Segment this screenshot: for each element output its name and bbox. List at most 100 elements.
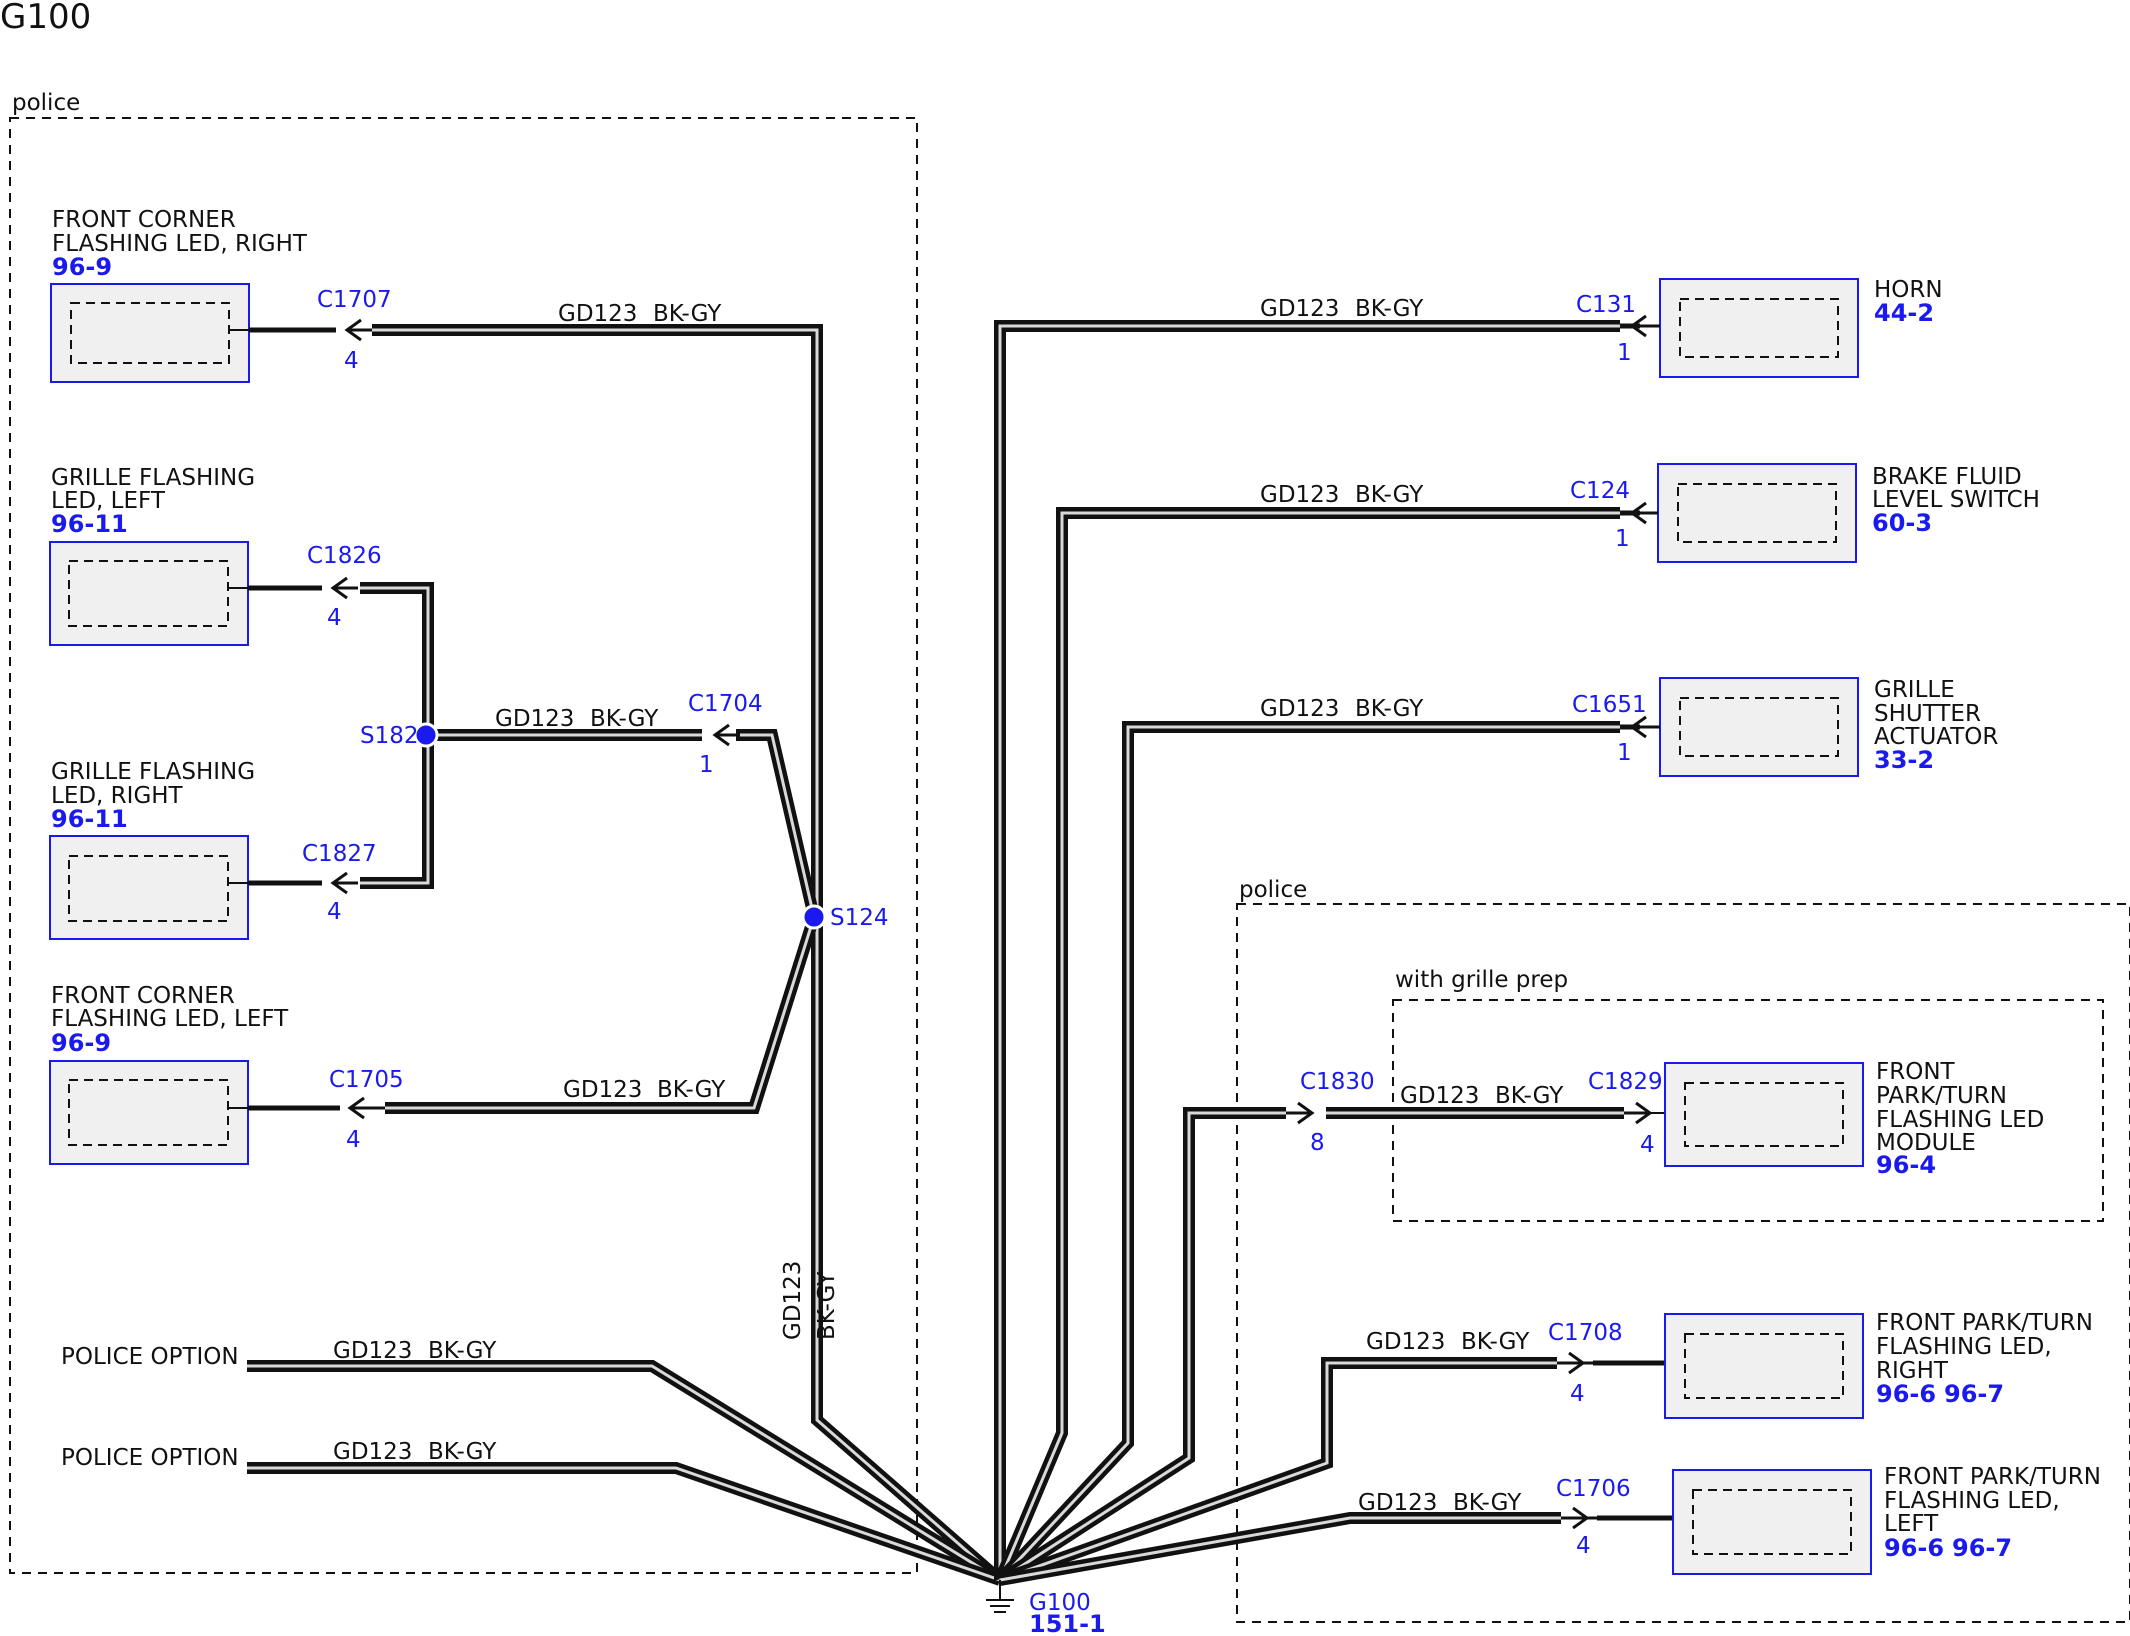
component-name-line: LED, LEFT bbox=[51, 488, 166, 514]
component-grille-led-left[interactable]: GRILLE FLASHING LED, LEFT 96-11 bbox=[49, 465, 322, 646]
component-name-line: FRONT PARK/TURN bbox=[1876, 1310, 2093, 1336]
connector-c1706[interactable]: C1706 4 bbox=[1556, 1476, 1631, 1559]
component-name-line: FLASHING LED, RIGHT bbox=[52, 231, 308, 257]
connector-c1826[interactable]: C1826 4 bbox=[307, 543, 382, 631]
connector-id: C1708 bbox=[1548, 1320, 1623, 1346]
connector-id: C1826 bbox=[307, 543, 382, 569]
wire-color-label: BK-GY bbox=[590, 706, 659, 732]
component-inner bbox=[1677, 483, 1837, 543]
component-front-corner-led-left[interactable]: FRONT CORNER FLASHING LED, LEFT 96-9 bbox=[49, 983, 340, 1165]
component-box bbox=[49, 1060, 249, 1165]
ground-g100[interactable]: G100 151-1 bbox=[986, 1580, 1106, 1636]
wire-c1707-to-ground bbox=[372, 324, 1004, 1585]
component-front-park-turn-led-right[interactable]: FRONT PARK/TURN FLASHING LED, RIGHT 96-6… bbox=[1593, 1310, 2093, 1419]
component-grille-led-right[interactable]: GRILLE FLASHING LED, RIGHT 96-11 bbox=[49, 759, 322, 940]
police-option-label: POLICE OPTION bbox=[61, 1344, 239, 1370]
component-name-line: ACTUATOR bbox=[1874, 724, 1998, 750]
component-page-ref: 96-9 bbox=[51, 1029, 111, 1057]
wire-circuit-label: GD123 bbox=[495, 706, 574, 732]
wire-color-label-vertical: BK-GY bbox=[814, 1271, 840, 1340]
wire-circuit-label: GD123 bbox=[1366, 1329, 1445, 1355]
component-name-line: GRILLE FLASHING bbox=[51, 465, 255, 491]
component-brake-fluid-level-switch[interactable]: BRAKE FLUID LEVEL SWITCH 60-3 bbox=[1620, 463, 2040, 563]
connector-c1708[interactable]: C1708 4 bbox=[1548, 1320, 1623, 1407]
wire-color-label: BK-GY bbox=[1461, 1329, 1530, 1355]
wire-circuit-label: GD123 bbox=[1260, 696, 1339, 722]
splice-s124[interactable]: S124 bbox=[801, 904, 889, 931]
component-name-line: MODULE bbox=[1876, 1130, 1976, 1156]
connector-id: C124 bbox=[1570, 478, 1630, 504]
component-front-corner-led-right[interactable]: FRONT CORNER FLASHING LED, RIGHT 96-9 bbox=[50, 207, 336, 383]
component-box bbox=[50, 283, 250, 383]
connector-c1707[interactable]: C1707 4 bbox=[317, 287, 392, 374]
component-inner bbox=[1684, 1333, 1844, 1399]
component-front-park-turn-led-left[interactable]: FRONT PARK/TURN FLASHING LED, LEFT 96-6 … bbox=[1597, 1464, 2101, 1575]
ground-label: G100 bbox=[1029, 1590, 1091, 1616]
grille-prep-region-label: with grille prep bbox=[1395, 967, 1568, 993]
wire-circuit-label: GD123 bbox=[558, 301, 637, 327]
connector-c1705[interactable]: C1705 4 bbox=[329, 1067, 404, 1153]
component-inner bbox=[1679, 298, 1839, 358]
connector-id: C1830 bbox=[1300, 1069, 1375, 1095]
component-name-line: FRONT CORNER bbox=[51, 983, 235, 1009]
connector-pin: 4 bbox=[1570, 1381, 1585, 1407]
component-name-line: FLASHING LED bbox=[1876, 1107, 2044, 1133]
connector-c1827[interactable]: C1827 4 bbox=[302, 841, 377, 925]
connector-id: C1827 bbox=[302, 841, 377, 867]
splice-label: S124 bbox=[830, 905, 889, 931]
component-box bbox=[49, 541, 249, 646]
police-region-left: police bbox=[9, 90, 918, 1574]
splice-s182[interactable]: S182 bbox=[360, 722, 439, 749]
wire-c1704-s124 bbox=[736, 729, 820, 919]
wire-c1830 bbox=[996, 1107, 1286, 1586]
component-name-line: LEFT bbox=[1884, 1511, 1939, 1537]
wire-color-label: BK-GY bbox=[1355, 696, 1424, 722]
wire-circuit-label-vertical: GD123 bbox=[780, 1261, 806, 1340]
wire-circuit-label: GD123 bbox=[333, 1338, 412, 1364]
police-option-label: POLICE OPTION bbox=[61, 1445, 239, 1471]
component-box bbox=[1659, 278, 1859, 378]
connector-c1651[interactable]: C1651 1 bbox=[1572, 692, 1660, 766]
component-horn[interactable]: HORN 44-2 bbox=[1620, 277, 1943, 378]
connector-c1829[interactable]: C1829 4 bbox=[1588, 1069, 1663, 1158]
connector-c131[interactable]: C131 1 bbox=[1576, 292, 1660, 366]
wire-c1827-s182 bbox=[360, 735, 434, 889]
connector-id: C131 bbox=[1576, 292, 1636, 318]
component-page-ref: 96-7 bbox=[1952, 1534, 2012, 1562]
component-name-line: GRILLE FLASHING bbox=[51, 759, 255, 785]
connector-c124[interactable]: C124 1 bbox=[1570, 478, 1658, 552]
wire-circuit-label: GD123 bbox=[333, 1439, 412, 1465]
wire-shutter bbox=[995, 721, 1620, 1585]
wire-circuit-label: GD123 bbox=[1358, 1490, 1437, 1516]
component-name-line: FRONT CORNER bbox=[52, 207, 236, 233]
connector-pin: 1 bbox=[699, 752, 714, 778]
police-region-left-label: police bbox=[12, 90, 80, 116]
connector-id: C1704 bbox=[688, 691, 763, 717]
component-grille-shutter-actuator[interactable]: GRILLE SHUTTER ACTUATOR 33-2 bbox=[1620, 677, 1998, 777]
component-page-ref: 96-4 bbox=[1876, 1151, 1936, 1179]
connector-pin: 8 bbox=[1310, 1130, 1325, 1156]
component-inner bbox=[68, 855, 229, 922]
component-front-park-turn-led-module[interactable]: FRONT PARK/TURN FLASHING LED MODULE 96-4 bbox=[1650, 1059, 2044, 1179]
connector-c1704[interactable]: C1704 1 bbox=[688, 691, 763, 778]
component-inner bbox=[1692, 1489, 1852, 1555]
wire-circuit-label: GD123 bbox=[563, 1077, 642, 1103]
component-name-line: PARK/TURN bbox=[1876, 1083, 2007, 1109]
connector-id: C1706 bbox=[1556, 1476, 1631, 1502]
component-inner bbox=[70, 302, 230, 364]
component-name-line: RIGHT bbox=[1876, 1358, 1949, 1384]
connector-c1830[interactable]: C1830 8 bbox=[1286, 1069, 1375, 1156]
wire-color-label: BK-GY bbox=[428, 1439, 497, 1465]
police-region-right: police bbox=[1236, 877, 2130, 1623]
wire-color-label: BK-GY bbox=[1453, 1490, 1522, 1516]
component-box bbox=[1657, 463, 1857, 563]
component-name-line: BRAKE FLUID bbox=[1872, 464, 2022, 490]
component-page-ref: 96-6 bbox=[1876, 1380, 1936, 1408]
connector-pin: 4 bbox=[346, 1127, 361, 1153]
component-page-ref: 96-6 bbox=[1884, 1534, 1944, 1562]
wire-circuit-label: GD123 bbox=[1260, 296, 1339, 322]
wire-circuit-label: GD123 bbox=[1400, 1083, 1479, 1109]
wire-police-option-2 bbox=[247, 1462, 1002, 1586]
component-name-line: FRONT PARK/TURN bbox=[1884, 1464, 2101, 1490]
component-page-ref: 96-11 bbox=[51, 510, 128, 538]
